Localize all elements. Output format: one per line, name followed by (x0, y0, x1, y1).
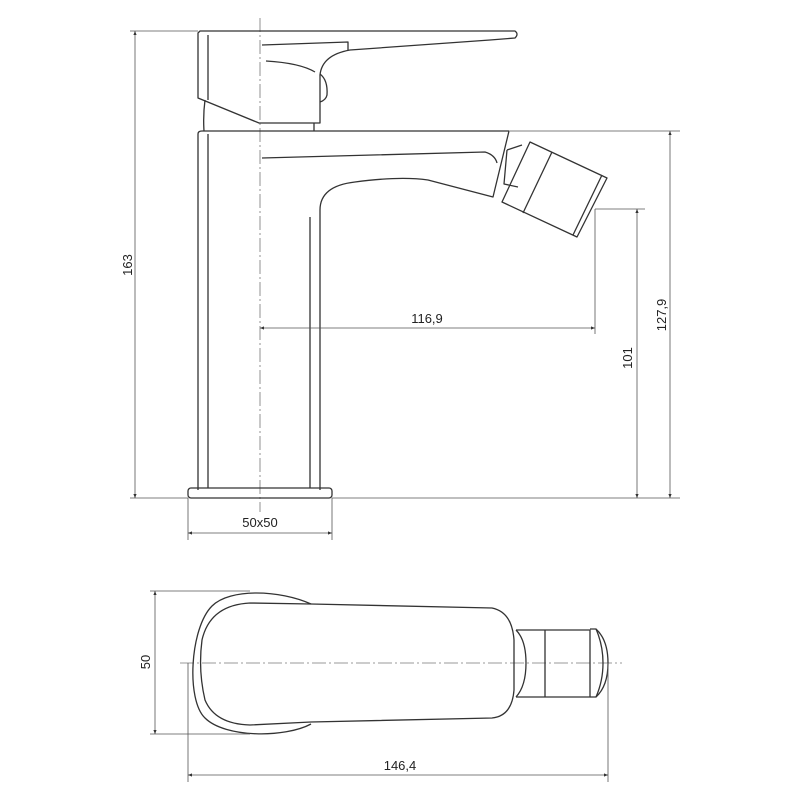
dimension-label-127-9: 127,9 (654, 299, 669, 332)
dimension-146-4: 146,4 (187, 663, 609, 782)
dimension-116-9: 116,9 (260, 209, 596, 334)
dimension-101: 101 (595, 208, 645, 498)
dimension-163: 163 (120, 30, 198, 499)
dimension-label-50: 50 (138, 655, 153, 669)
dimension-label-116-9: 116,9 (411, 311, 443, 326)
dimension-label-146-4: 146,4 (384, 758, 417, 773)
handle (197, 30, 518, 132)
top-view (180, 592, 622, 735)
dimension-label-163: 163 (120, 254, 135, 276)
dimension-label-50x50: 50x50 (242, 515, 277, 530)
side-view (187, 18, 608, 512)
dimension-label-101: 101 (620, 347, 635, 369)
body (187, 130, 608, 499)
dimension-127-9: 127,9 (332, 130, 680, 499)
dimension-50x50: 50x50 (187, 498, 333, 540)
dimension-50: 50 (138, 590, 250, 735)
